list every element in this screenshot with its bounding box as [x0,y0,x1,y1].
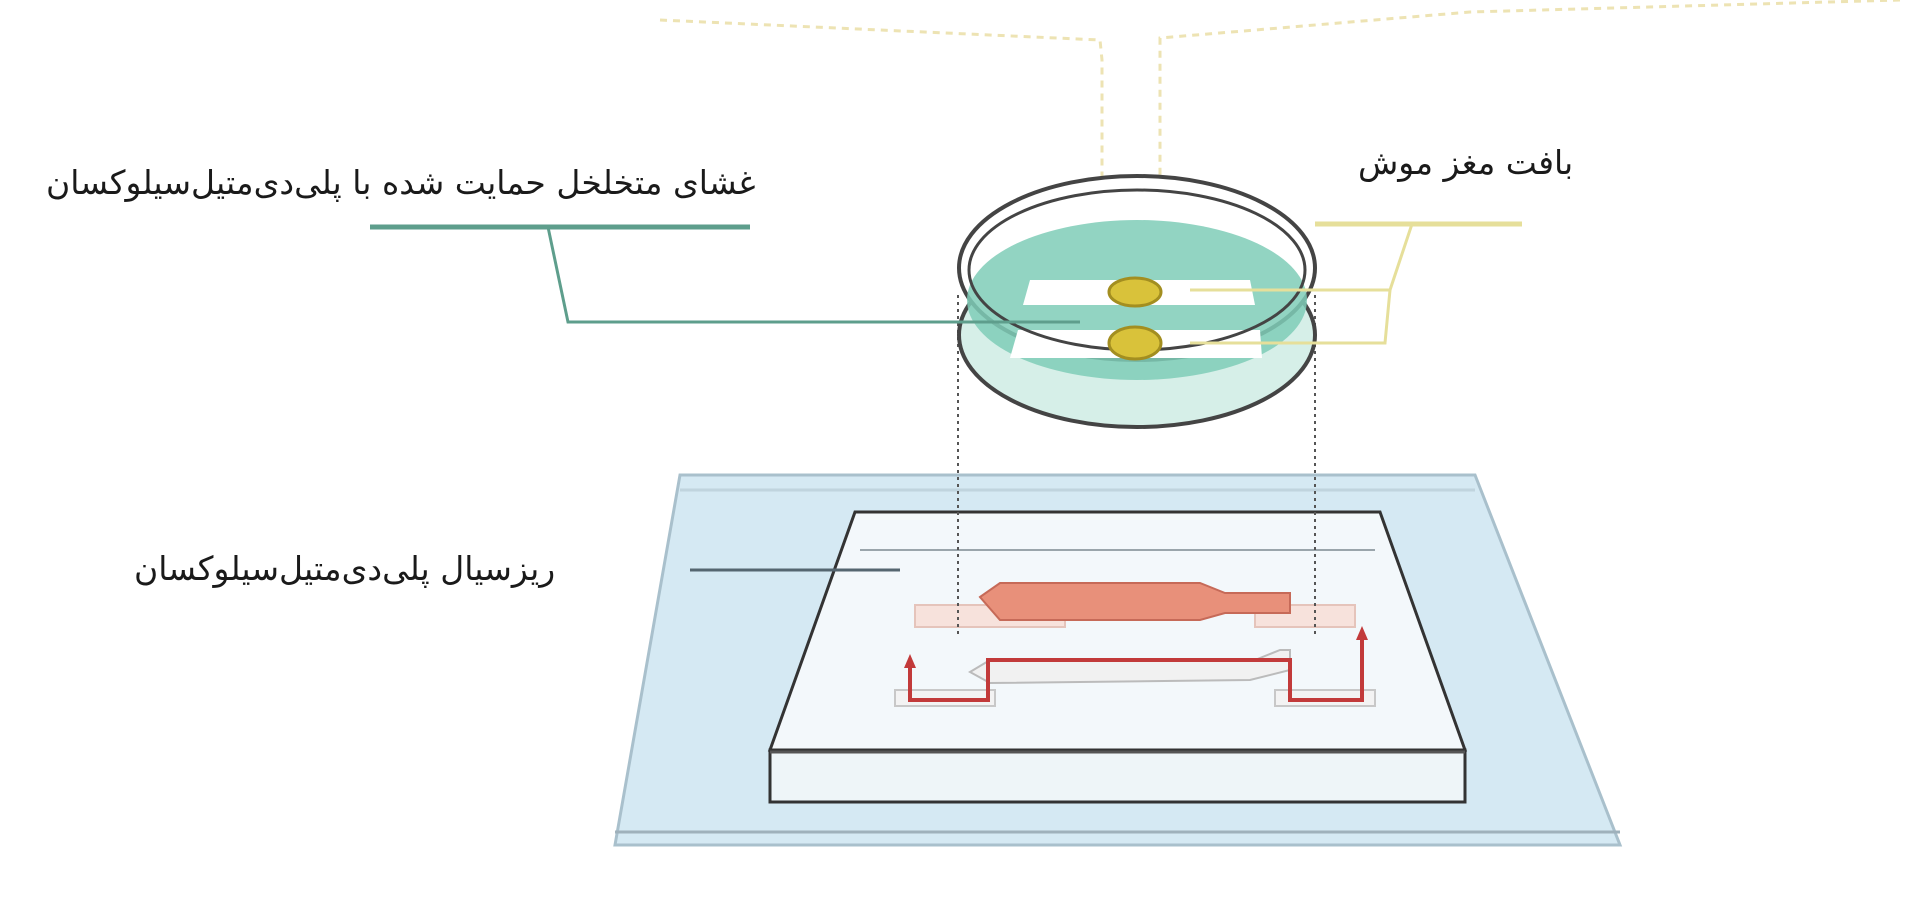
membrane-leader [370,224,1080,324]
brain-leader [1190,221,1522,345]
brain-tissue-label: بافت مغز موش [1358,143,1574,182]
microfluidic-channels [894,582,1376,707]
microfluidic-label: ریزسیال پلی‌دی‌متیل‌سیلوکسان [134,549,556,588]
brain-slices [1107,276,1163,361]
projection-lines [957,295,1316,635]
membrane-label: غشای متخلخل حمایت شده با پلی‌دی‌متیل‌سیل… [46,163,756,202]
top-guide-lines [659,0,1901,250]
